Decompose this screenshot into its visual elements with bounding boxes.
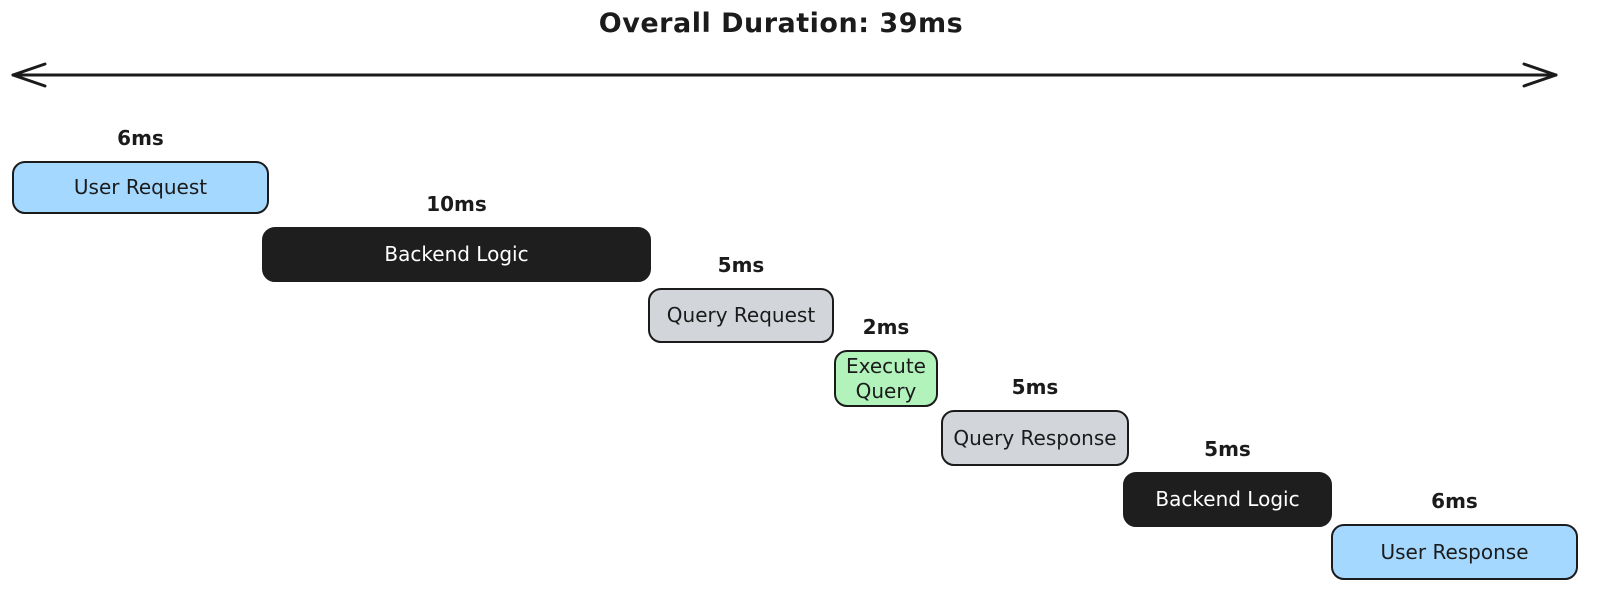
duration-label-backend-logic: 5ms — [1204, 437, 1251, 461]
arrowhead-left-icon — [11, 62, 47, 88]
bar-query-request: Query Request — [648, 288, 834, 343]
overall-duration-arrow — [11, 62, 1558, 88]
bar-execute-query: Execute Query — [834, 350, 938, 407]
duration-label-execute-query: 2ms — [862, 315, 910, 339]
duration-label-user-request: 6ms — [117, 126, 164, 150]
duration-label-query-request: 5ms — [717, 253, 765, 277]
bar-user-request: User Request — [12, 161, 269, 214]
bar-query-response: Query Response — [941, 410, 1129, 466]
bar-backend-logic: Backend Logic — [262, 227, 651, 282]
duration-label-query-response: 5ms — [1011, 375, 1059, 399]
diagram-title: Overall Duration: 39ms — [598, 8, 964, 39]
arrowhead-right-icon — [1522, 62, 1558, 88]
duration-label-user-response: 6ms — [1431, 489, 1478, 513]
duration-label-backend-logic: 10ms — [426, 192, 487, 216]
bar-user-response: User Response — [1331, 524, 1578, 580]
bar-backend-logic: Backend Logic — [1123, 472, 1332, 527]
